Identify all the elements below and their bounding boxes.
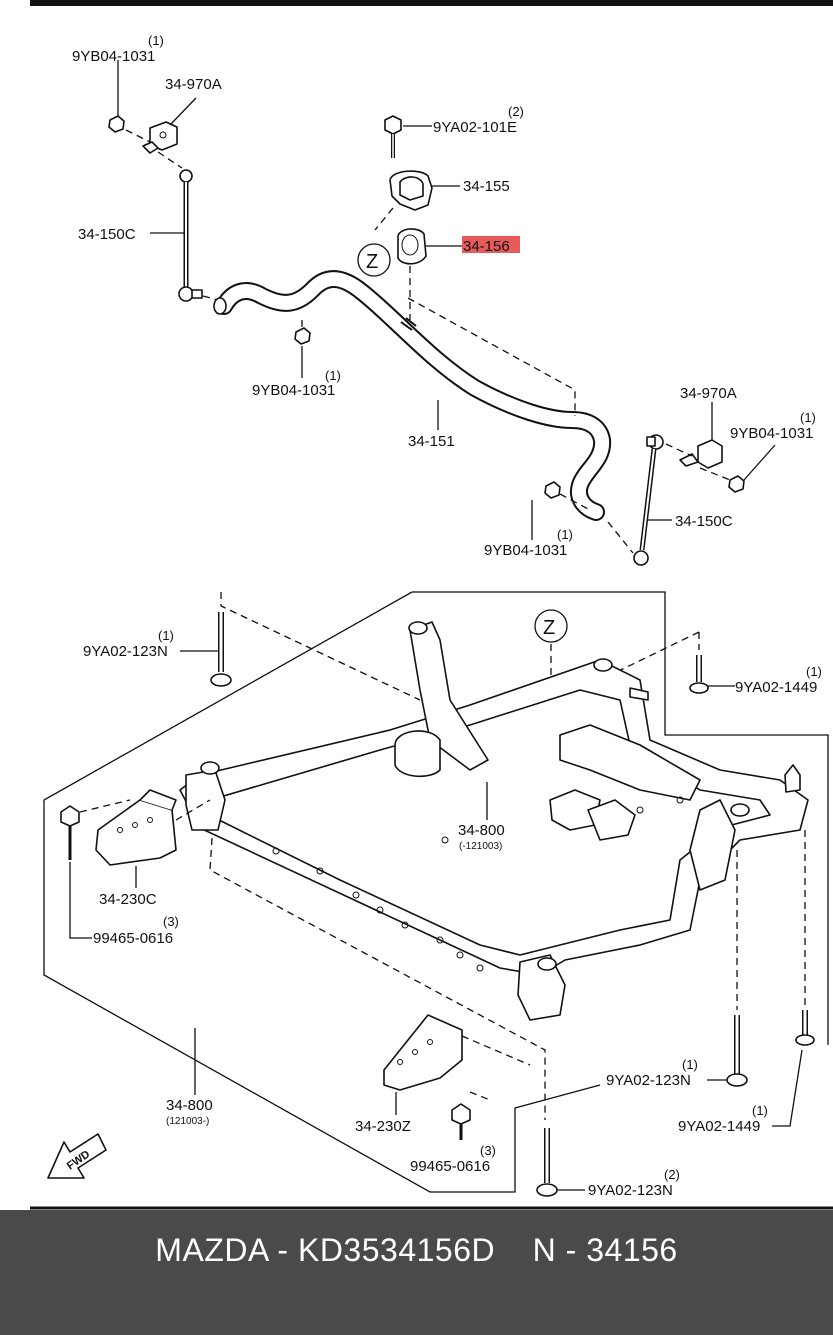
link-right xyxy=(633,434,664,566)
clamp xyxy=(389,170,433,211)
qty-left-top: (1) xyxy=(148,33,164,48)
bracket-230c xyxy=(95,789,177,866)
qty-right-top: (1) xyxy=(800,410,816,425)
qty-screw-left: (3) xyxy=(163,914,179,929)
label-bracket-left: 34-970A xyxy=(165,76,222,93)
label-crossmember-b-range: (121003-) xyxy=(166,1116,209,1127)
nut-right-mid xyxy=(544,481,561,499)
qty-bolt-lr2: (1) xyxy=(752,1103,768,1118)
group-outline-top xyxy=(412,591,829,1045)
label-stabilizer: 34-151 xyxy=(408,433,455,450)
bolt-bottom xyxy=(536,1128,558,1197)
qty-screw-bottom: (3) xyxy=(480,1143,496,1158)
label-bolt-ul: 9YA02-123N xyxy=(83,643,168,660)
screw-bottom xyxy=(451,1103,471,1140)
nut-left-mid xyxy=(294,327,311,345)
screw-left xyxy=(60,805,80,860)
nut-right-top xyxy=(728,475,745,493)
ref-z-label: Z xyxy=(366,251,378,273)
qty-bolt-bottom: (2) xyxy=(664,1167,680,1182)
qty-left-mid: (1) xyxy=(325,368,341,383)
label-crossmember-a: 34-800 xyxy=(458,822,505,839)
label-bolt-ur: 9YA02-1449 xyxy=(735,679,817,696)
label-bushing: 34-156 xyxy=(463,238,510,255)
label-crossmember-a-range: (-121003) xyxy=(459,841,502,852)
qty-bolt-ul: (1) xyxy=(158,628,174,643)
label-link-right: 34-150C xyxy=(675,513,733,530)
label-nut-left-mid: 9YB04-1031 xyxy=(252,382,335,399)
parts-diagram: (1) 9YB04-1031 34-970A 34-150C (1) 9YB04… xyxy=(30,0,833,1210)
ref-z2-label: Z xyxy=(543,617,555,639)
bolt-upper-right xyxy=(689,655,709,694)
bracket-right xyxy=(679,439,723,469)
label-bolt-bottom: 9YA02-123N xyxy=(588,1182,673,1199)
label-bracket-right: 34-970A xyxy=(680,385,737,402)
label-screw-bottom: 99465-0616 xyxy=(410,1158,490,1175)
label-clamp: 34-155 xyxy=(463,178,510,195)
qty-right-mid: (1) xyxy=(557,527,573,542)
caption-bar: MAZDA - KD3534156D N - 34156 xyxy=(0,1210,833,1335)
bolt-upper-left xyxy=(210,612,232,687)
bracket-left xyxy=(142,121,178,154)
label-bolt-top: 9YA02-101E xyxy=(433,119,517,136)
ref-circle-z xyxy=(357,243,391,277)
label-nut-left-top: 9YB04-1031 xyxy=(72,48,155,65)
bushing xyxy=(397,228,427,265)
part-number-caption: MAZDA - KD3534156D N - 34156 xyxy=(155,1232,678,1268)
top-border xyxy=(30,0,833,6)
label-nut-right-top: 9YB04-1031 xyxy=(730,425,813,442)
bushing-highlight xyxy=(462,236,520,253)
bracket-230z xyxy=(383,1014,463,1091)
group-outline-bottom xyxy=(43,591,601,1193)
link-left xyxy=(178,169,203,302)
qty-bolt-top: (2) xyxy=(508,104,524,119)
bolt-lower-right-1 xyxy=(726,1015,748,1087)
qty-bolt-lr1: (1) xyxy=(682,1057,698,1072)
label-nut-right-mid: 9YB04-1031 xyxy=(484,542,567,559)
label-bracket-230z: 34-230Z xyxy=(355,1118,411,1135)
bolt-lower-right-2 xyxy=(795,1010,815,1046)
fwd-arrow-icon xyxy=(47,1133,107,1179)
label-screw-left: 99465-0616 xyxy=(93,930,173,947)
label-bolt-lr2: 9YA02-1449 xyxy=(678,1118,760,1135)
label-crossmember-b: 34-800 xyxy=(166,1097,213,1114)
crossmember xyxy=(179,621,809,1021)
label-bracket-230c: 34-230C xyxy=(99,891,157,908)
stabilizer-bar xyxy=(213,270,612,521)
bolt-top xyxy=(384,115,402,158)
nut-left-top xyxy=(108,115,125,133)
qty-bolt-ur: (1) xyxy=(806,664,822,679)
label-bolt-lr1: 9YA02-123N xyxy=(606,1072,691,1089)
ref-circle-z2 xyxy=(534,609,568,643)
label-link-left: 34-150C xyxy=(78,226,136,243)
